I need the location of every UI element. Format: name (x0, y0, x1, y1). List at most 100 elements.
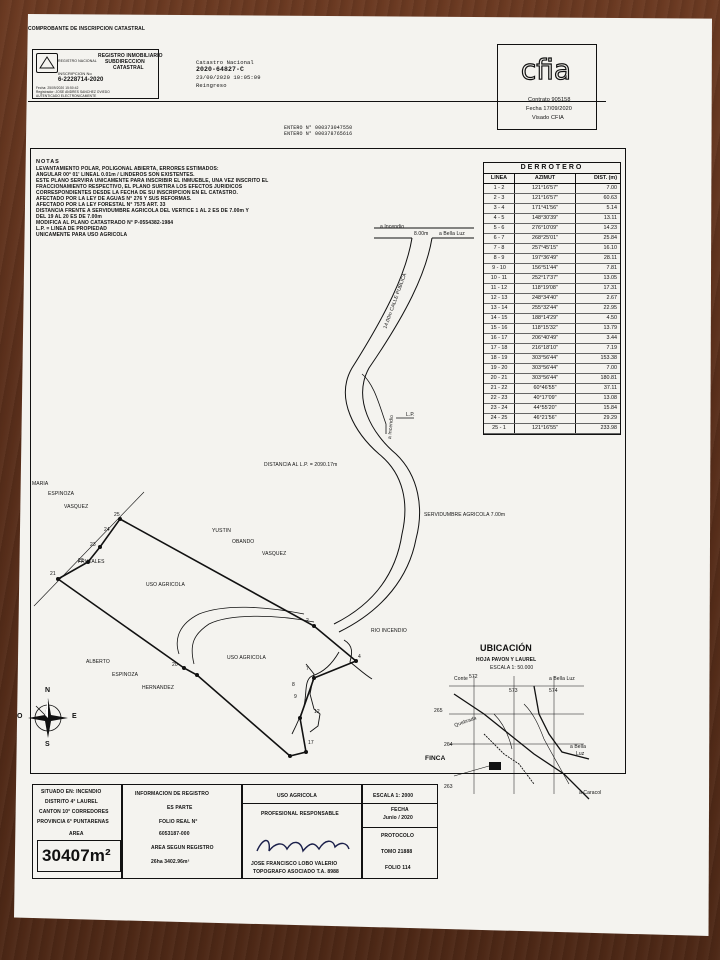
dist-cell: 180.81 (600, 375, 618, 381)
folio-real: FOLIO REAL N° (159, 819, 198, 825)
notas-line: ESTE PLANO SERVIRA UNICAMENTE PARA INSCR… (36, 178, 269, 184)
vertex-label: 4 (358, 654, 361, 660)
linea-cell: 8 - 9 (484, 254, 515, 263)
dist-cell: 5.14 (606, 205, 618, 211)
ubicacion-hoja: HOJA PAVON Y LAUREL (476, 657, 537, 663)
azimut-cell: 188°14'29" (515, 314, 576, 323)
cfia-contrato: Contrato 905158 (528, 97, 571, 103)
grid-573: 573 (509, 688, 518, 694)
ubicacion-title: UBICACIÓN (480, 643, 532, 653)
uso-text: USO AGRICOLA (277, 793, 317, 799)
protocolo-label: PROTOCOLO (381, 833, 415, 839)
calle-publica-road (333, 237, 433, 633)
linea-cell: 20 - 21 (484, 374, 515, 383)
grid-574: 574 (549, 688, 558, 694)
linea-cell: 25 - 1 (484, 424, 515, 433)
tomo-text: TOMO 21888 (381, 849, 413, 855)
compass-e: E (72, 713, 77, 720)
finca-marker (489, 762, 501, 770)
caracol-label: a Caracol (579, 790, 602, 796)
info-registro-cell: INFORMACION DE REGISTRO ES PARTE FOLIO R… (122, 784, 242, 879)
neighbor-sw-1: ALBERTO (86, 659, 110, 665)
catastro-title: Catastro Nacional (196, 59, 254, 66)
property-polygon (56, 517, 358, 757)
escala-text: ESCALA 1: 2000 (373, 793, 414, 799)
vertex-label: 17 (308, 740, 314, 746)
cfia-visado: Visado CFIA (532, 115, 564, 121)
profesional-title: TOPOGRAFO ASOCIADO T.A. 8988 (253, 869, 339, 875)
linea-cell: 21 - 22 (484, 384, 515, 393)
azimut-cell: 46°21'56" (515, 414, 576, 423)
dist-cell: 14.23 (603, 225, 618, 231)
site-map-drawing (28, 227, 590, 800)
fecha-small: Fecha: 25/09/2020 15:50:42 (36, 86, 79, 90)
neighbor-nw-2: ESPINOZA (48, 491, 75, 497)
dist-cell: 3.44 (606, 335, 618, 341)
neighbor-ne-2: OBANDO (232, 539, 255, 545)
notas-line: MODIFICA AL PLANO CATASTRADO N° P-055438… (36, 220, 174, 226)
neighbor-sw-3: HERNANDEZ (142, 685, 175, 691)
linea-cell: 3 - 4 (484, 204, 515, 213)
azimut-cell: 148°30'39" (515, 214, 576, 223)
profesional-name: JOSE FRANCISCO LOBO VALERIO (251, 861, 338, 867)
notas-line: CORRESPONDIENTES DESDE LA FECHA DE SU IN… (36, 190, 238, 196)
vertex-label: 8 (292, 682, 295, 688)
dist-cell: 17.31 (603, 285, 618, 291)
rio-label: RIO INCENDIO (371, 628, 407, 634)
notas-line: ANGULAR 00° 01' LINEAL 0.01m / LINDEROS … (36, 172, 195, 178)
azimut-cell: 257°45'15" (515, 244, 576, 253)
cfia-logo-icon: cfia (520, 52, 571, 86)
distrito-text: DISTRITO 4° LAUREL (45, 799, 98, 805)
dist-cell: 16.10 (603, 245, 618, 251)
area-registro-value: 26ha 3402.96m² (151, 859, 190, 865)
registrador-line: Registrador: JOSE ANDRES SANCHEZ OVIEDO (36, 90, 110, 94)
provincia-text: PROVINCIA 6° PUNTARENAS (37, 819, 109, 825)
distancia-label: DISTANCIA AL L.P. = 2090.17m (264, 462, 338, 468)
vertex-label: 21 (50, 571, 56, 577)
fecha-label: FECHA (391, 807, 409, 813)
ubicacion-escala: ESCALA 1: 50.000 (490, 665, 534, 671)
compass-n: N (45, 687, 51, 694)
azimut-cell: 197°36'49" (515, 254, 576, 263)
inscripcion-label: INSCRIPCION No (58, 71, 92, 76)
ubicacion-map (449, 676, 590, 800)
area-value-box: 30407m² (37, 840, 121, 872)
azimut-cell: 40°17'09" (515, 394, 576, 403)
linea-cell: 13 - 14 (484, 304, 515, 313)
dist-cell: 13.79 (603, 325, 618, 331)
linea-cell: 12 - 13 (484, 294, 515, 303)
azimut-cell: 268°25'01" (515, 234, 576, 243)
bella-luz-right-2: Luz (576, 751, 585, 757)
entero-2: ENTERO N° 000378765616 (284, 131, 353, 137)
road-top-left: a Incendio (380, 224, 405, 230)
road-top-dist: 8.00m (414, 231, 429, 237)
derrotero-header-row: LINEA AZIMUT DIST. (m) (484, 174, 620, 184)
registry-header-box: REGISTRO NACIONAL REGISTRO INMOBILIARIO … (32, 49, 163, 99)
linea-cell: 6 - 7 (484, 234, 515, 243)
dist-cell: 7.00 (606, 365, 618, 371)
dist-cell: 153.38 (600, 355, 618, 361)
azimut-cell: 171°41'56" (515, 204, 576, 213)
header-azimut: AZIMUT (515, 174, 576, 183)
autenticacion-line: AUTENTICADO ELECTRONICAMENTE (36, 94, 97, 98)
vertex-dots (56, 517, 358, 758)
dist-cell: 7.81 (606, 265, 618, 271)
header-linea: LINEA (484, 174, 515, 183)
road-top-right: a Bella Luz (439, 231, 465, 237)
azimut-cell: 303°56'44" (515, 374, 576, 383)
dist-cell: 60.63 (603, 195, 618, 201)
area-value: 30407m² (42, 846, 111, 865)
area-registro: AREA SEGUN REGISTRO (151, 845, 214, 851)
fecha-value: Junio / 2020 (383, 815, 413, 821)
